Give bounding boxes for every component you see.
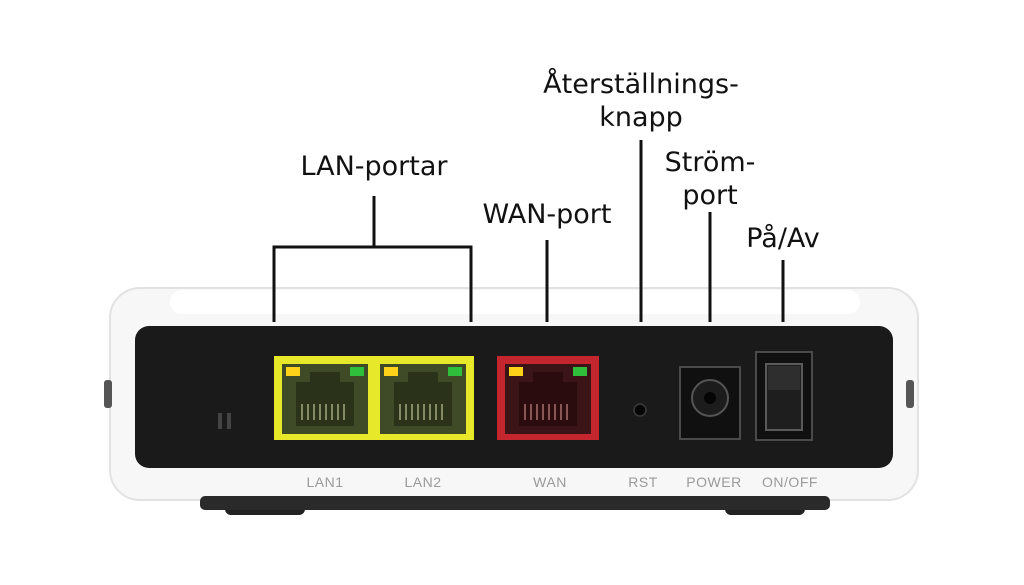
lan2-led-yellow	[384, 367, 398, 376]
lan2-label: LAN2	[404, 474, 442, 490]
wan-led-green	[573, 367, 587, 376]
reset-callout: Återställnings- knapp	[526, 68, 756, 134]
right-clip	[906, 380, 914, 408]
rst-label: RST	[628, 474, 658, 490]
lan2-port[interactable]	[380, 364, 466, 434]
power-callout-line2: port	[682, 180, 738, 211]
wan-label: WAN	[533, 474, 567, 490]
reset-callout-line1: Återställnings-	[543, 69, 739, 100]
power-port[interactable]	[679, 366, 741, 440]
lan1-led-yellow	[286, 367, 300, 376]
reset-button[interactable]	[633, 403, 647, 417]
lan1-led-green	[350, 367, 364, 376]
reset-callout-line2: knapp	[599, 102, 683, 133]
onoff-callout: På/Av	[746, 223, 820, 254]
lan2-led-green	[448, 367, 462, 376]
wan-port[interactable]	[505, 364, 591, 434]
vent-mark-1	[218, 413, 222, 429]
vent-mark-2	[227, 413, 231, 429]
lan-ports-callout: LAN-portar	[300, 151, 448, 182]
router-top-highlight	[170, 290, 860, 314]
power-callout: Ström- port	[650, 146, 770, 212]
lan1-label: LAN1	[306, 474, 344, 490]
wan-led-yellow	[509, 367, 523, 376]
lan1-port[interactable]	[282, 364, 368, 434]
left-clip	[104, 380, 112, 408]
router-base	[200, 496, 830, 510]
onoff-label: ON/OFF	[762, 474, 818, 490]
onoff-switch[interactable]	[755, 351, 813, 441]
power-callout-line1: Ström-	[664, 147, 756, 178]
wan-port-callout: WAN-port	[482, 199, 612, 230]
power-label: POWER	[686, 474, 742, 490]
